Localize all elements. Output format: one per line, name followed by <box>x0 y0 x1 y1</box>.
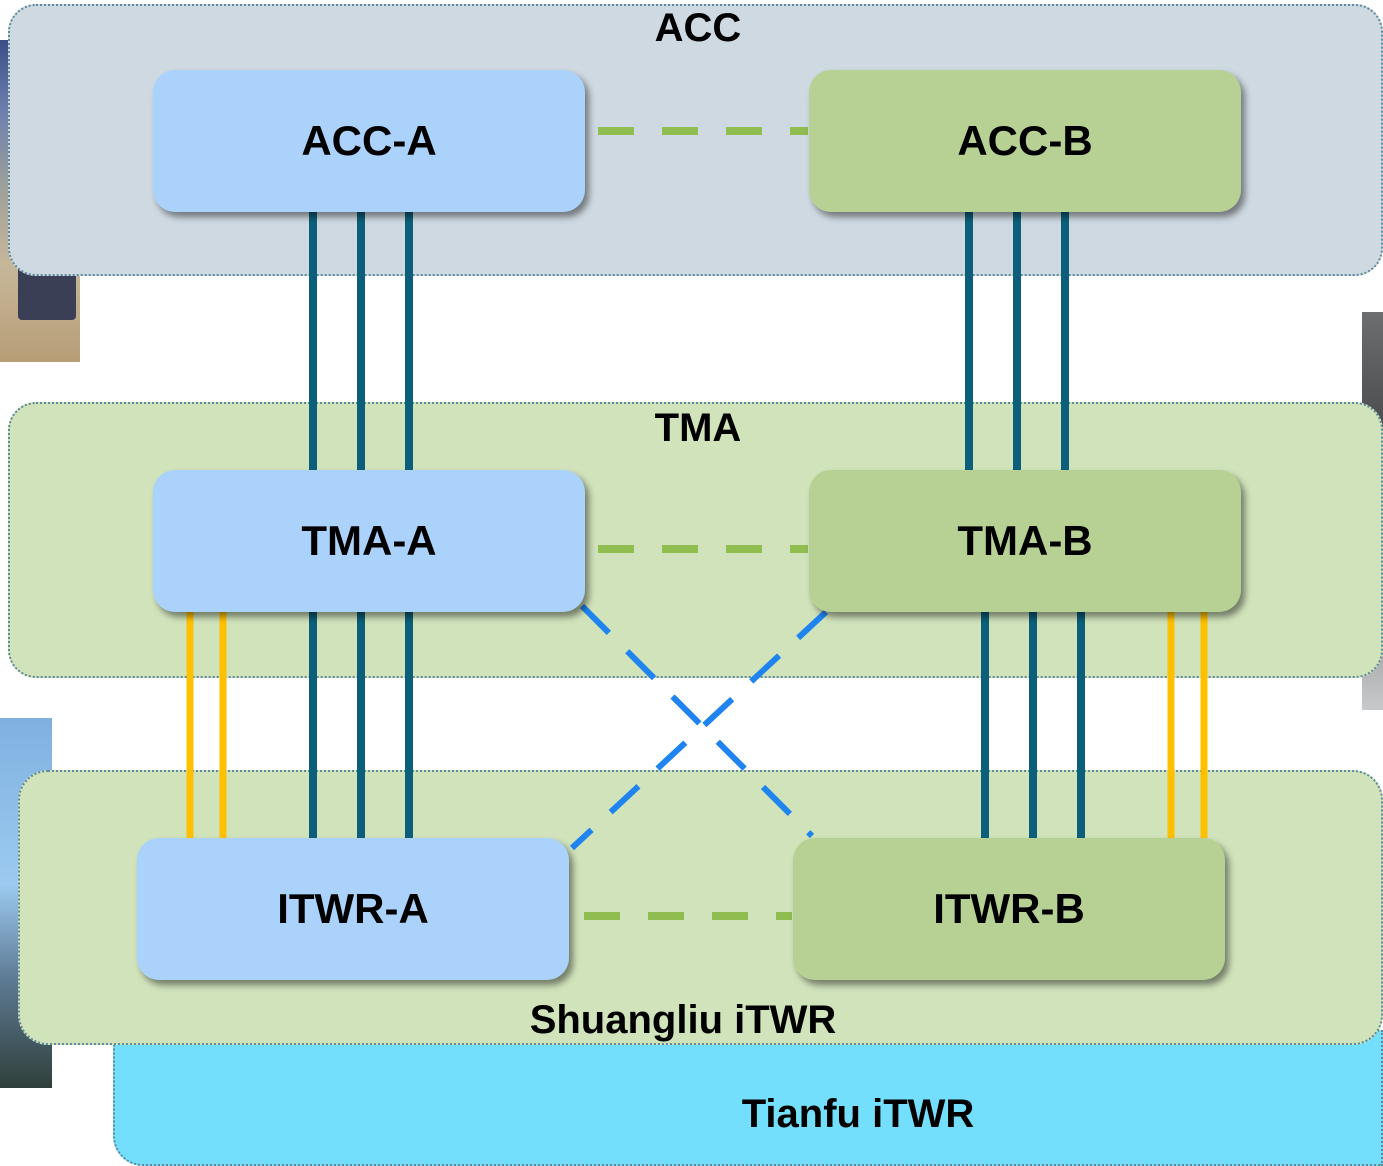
orange-links-a <box>186 612 227 838</box>
blue-dashed-cross-links <box>569 603 829 851</box>
shuangliu-itwr-label: Shuangliu iTWR <box>529 998 837 1042</box>
tianfu-itwr-label: Tianfu iTWR <box>741 1092 975 1136</box>
tma-a-node: TMA-A <box>153 470 585 612</box>
acc-a-to-tma-a-links <box>309 212 413 470</box>
acc-b-node: ACC-B <box>809 70 1241 212</box>
itwr-a-node: ITWR-A <box>137 838 569 980</box>
acc-a-node: ACC-A <box>153 70 585 212</box>
tma-a-to-itwr-a-links <box>309 612 413 838</box>
green-dashed-peer-links <box>584 127 808 920</box>
orange-links-b <box>1167 612 1208 838</box>
tma-zone-label: TMA <box>654 406 742 450</box>
itwr-b-node: ITWR-B <box>793 838 1225 980</box>
tma-b-node: TMA-B <box>809 470 1241 612</box>
tma-b-to-itwr-b-links <box>981 612 1085 838</box>
acc-b-to-tma-b-links <box>965 212 1069 470</box>
acc-zone-label: ACC <box>654 6 742 50</box>
